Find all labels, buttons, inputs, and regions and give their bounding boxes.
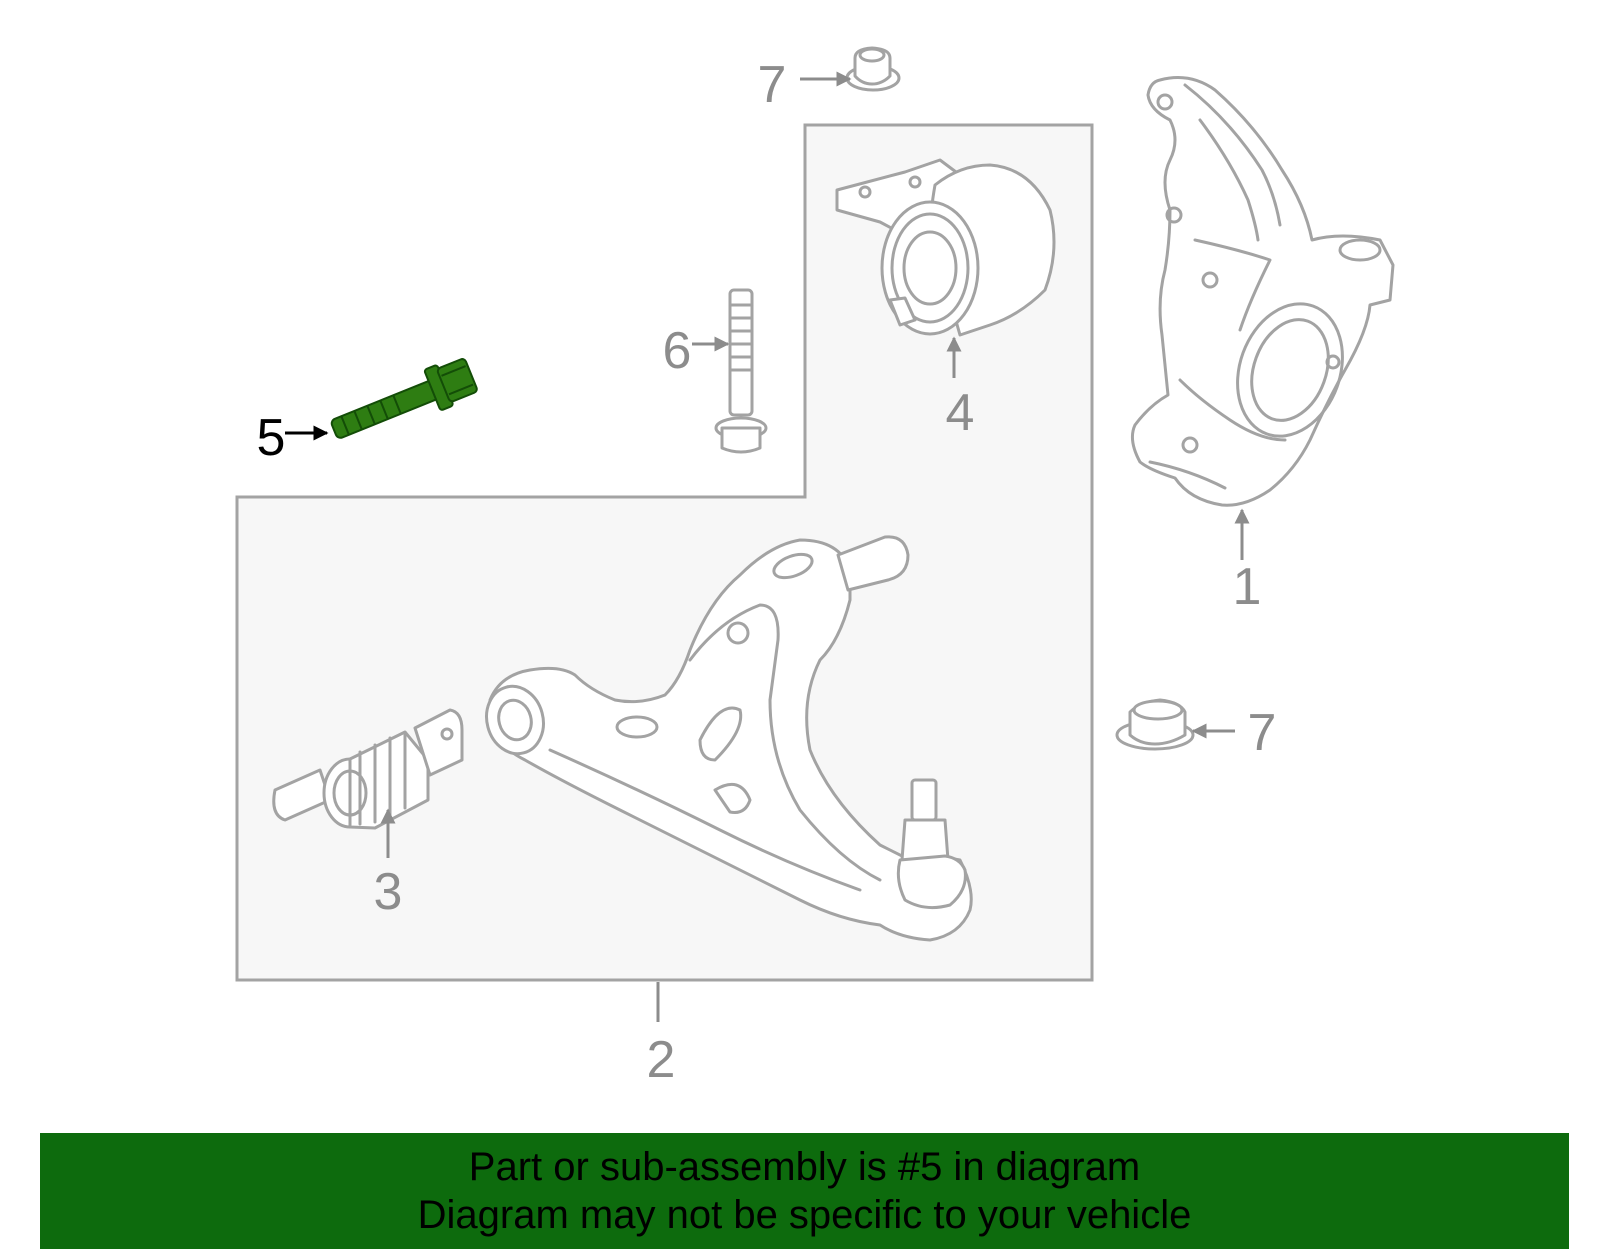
highlighted-bolt[interactable] <box>326 354 480 450</box>
callout-7-top: 7 <box>758 56 787 114</box>
steering-knuckle[interactable] <box>1130 76 1395 507</box>
lower-control-arm[interactable] <box>479 535 973 942</box>
info-banner: Part or sub-assembly is #5 in diagram Di… <box>40 1133 1569 1249</box>
callout-7-right: 7 <box>1248 704 1277 762</box>
banner-line-part: Part or sub-assembly is #5 in diagram <box>468 1145 1141 1189</box>
flange-nut-right[interactable] <box>1115 698 1195 751</box>
control-arm-bushing[interactable] <box>835 158 1056 337</box>
callout-1: 1 <box>1233 558 1262 616</box>
callout-2: 2 <box>647 1031 676 1089</box>
vertical-bolt[interactable] <box>714 288 768 454</box>
callout-6: 6 <box>663 322 692 380</box>
banner-line-disclaimer: Diagram may not be specific to your vehi… <box>417 1193 1192 1237</box>
callout-3: 3 <box>374 863 403 921</box>
callout-5: 5 <box>257 409 286 467</box>
rear-bushing[interactable] <box>272 708 464 830</box>
callout-4: 4 <box>946 384 975 442</box>
flange-nut-top[interactable] <box>845 46 901 92</box>
